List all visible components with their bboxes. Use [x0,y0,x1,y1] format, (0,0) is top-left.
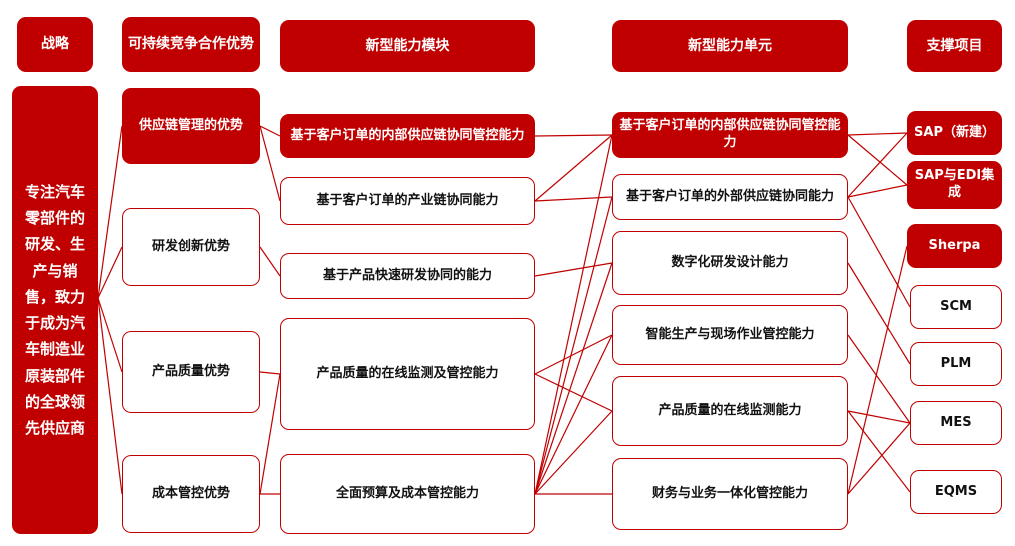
connector-line [97,297,123,495]
connector-line [534,334,613,495]
connector-line [847,410,911,493]
connector-line [847,410,911,424]
advantage-rd: 研发创新优势 [122,208,260,286]
connector-line [847,132,908,198]
connector-line [534,334,613,375]
connector-line [847,134,908,186]
project-sherpa: Sherpa [907,224,1002,268]
connector-line [847,184,908,198]
connector-line [534,373,613,412]
connector-line [259,373,281,495]
connector-line [259,125,281,202]
unit-digital-rd: 数字化研发设计能力 [612,231,848,295]
connector-line [847,196,911,308]
project-sap-new: SAP（新建） [907,111,1002,155]
header-project: 支撑项目 [907,20,1002,72]
header-strategy: 战略 [17,17,93,72]
connector-line [534,134,613,202]
project-plm: PLM [910,342,1002,386]
unit-internal-supply-chain: 基于客户订单的内部供应链协同管控能力 [612,112,848,158]
module-rapid-rd: 基于产品快速研发协同的能力 [280,253,535,299]
unit-finance-business: 财务与业务一体化管控能力 [612,458,848,530]
connector-line [97,125,123,299]
strategy-box: 专注汽车零部件的研发、生产与销售，致力于成为汽车制造业原装部件的全球领先供应商 [12,86,98,534]
project-eqms: EQMS [910,470,1002,514]
header-module: 新型能力模块 [280,20,535,72]
connector-line [534,410,613,495]
connector-line [847,132,908,136]
module-budget-cost: 全面预算及成本管控能力 [280,454,535,534]
header-unit: 新型能力单元 [612,20,848,72]
project-mes: MES [910,401,1002,445]
connector-line [534,134,613,137]
advantage-cost: 成本管控优势 [122,455,260,533]
connector-line [97,297,123,373]
connector-line [534,196,613,202]
connector-line [259,371,281,375]
unit-quality-online: 产品质量的在线监测能力 [612,376,848,446]
header-advantage: 可持续竞争合作优势 [122,17,260,72]
connector-line [259,125,281,137]
project-sap-edi: SAP与EDI集成 [907,161,1002,209]
connector-line [97,246,123,299]
advantage-quality: 产品质量优势 [122,331,260,413]
module-quality-monitoring: 产品质量的在线监测及管控能力 [280,318,535,430]
connector-line [534,262,613,277]
project-scm: SCM [910,285,1002,329]
connector-line [847,334,911,424]
connector-line [259,246,281,277]
connector-line [847,262,911,365]
advantage-supply-chain: 供应链管理的优势 [122,88,260,164]
unit-smart-production: 智能生产与现场作业管控能力 [612,305,848,365]
unit-external-supply-chain: 基于客户订单的外部供应链协同能力 [612,174,848,220]
module-internal-supply-chain: 基于客户订单的内部供应链协同管控能力 [280,114,535,158]
module-industry-chain: 基于客户订单的产业链协同能力 [280,177,535,225]
connector-line [847,245,908,495]
connector-line [534,196,613,495]
connector-line [847,422,911,495]
connector-line [534,134,613,495]
connector-line [534,262,613,495]
